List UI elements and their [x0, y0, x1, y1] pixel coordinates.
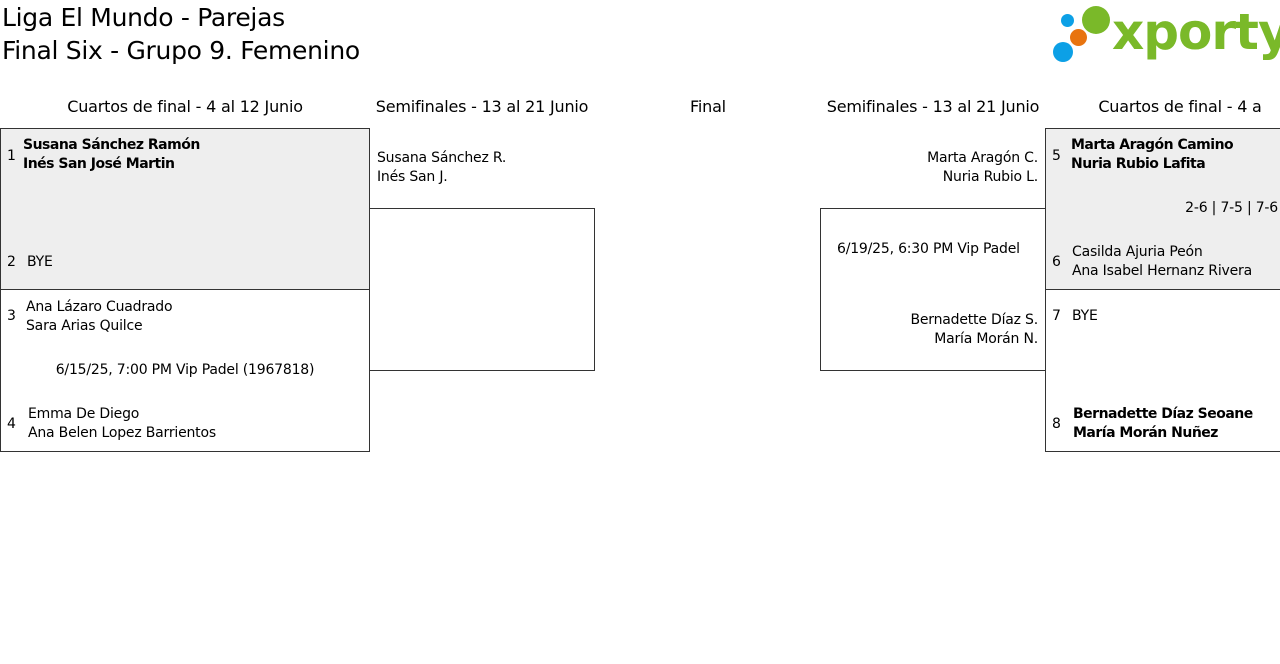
seed-number: 1	[7, 148, 16, 164]
player-name: Sara Arias Quilce	[26, 318, 143, 334]
xporty-logo[interactable]: xporty	[1052, 2, 1280, 68]
round-header-right-quarterfinals: Cuartos de final - 4 a	[1098, 97, 1262, 116]
page-title: Liga El Mundo - Parejas	[2, 3, 285, 32]
round-header-left-semifinals: Semifinales - 13 al 21 Junio	[375, 97, 589, 116]
seed-number: 5	[1052, 148, 1061, 164]
logo-dot-orange-icon	[1070, 29, 1087, 46]
player-name: Inés San J.	[377, 169, 448, 185]
match-score: 2-6 | 7-5 | 7-6	[1185, 200, 1278, 216]
player-name: Ana Lázaro Cuadrado	[26, 299, 173, 315]
player-name: Emma De Diego	[28, 406, 140, 422]
player-name: Susana Sánchez Ramón	[23, 137, 200, 153]
page-subtitle: Final Six - Grupo 9. Femenino	[2, 36, 360, 65]
logo-text: xporty	[1112, 3, 1280, 61]
logo-dot-green-icon	[1082, 6, 1110, 34]
left-qf-match-1[interactable]	[0, 128, 370, 290]
seed-number: 7	[1052, 308, 1061, 324]
player-name: Nuria Rubio L.	[942, 169, 1038, 185]
seed-number: 3	[7, 308, 16, 324]
player-name: Susana Sánchez R.	[377, 150, 507, 166]
right-qf-match-2[interactable]	[1045, 289, 1280, 452]
left-sf-match[interactable]	[369, 208, 595, 371]
player-name: María Morán Nuñez	[1073, 425, 1218, 441]
player-name: Bernadette Díaz S.	[910, 312, 1038, 328]
right-qf-match-1[interactable]	[1045, 128, 1280, 290]
player-name: BYE	[1072, 308, 1098, 324]
player-name: Marta Aragón Camino	[1071, 137, 1234, 153]
seed-number: 4	[7, 416, 16, 432]
player-name: Casilda Ajuria Peón	[1072, 244, 1203, 260]
seed-number: 8	[1052, 416, 1061, 432]
player-name: María Morán N.	[934, 331, 1038, 347]
seed-number: 6	[1052, 254, 1061, 270]
player-name: Inés San José Martin	[23, 156, 175, 172]
match-info: 6/19/25, 6:30 PM Vip Padel	[837, 241, 1020, 257]
match-info: 6/15/25, 7:00 PM Vip Padel (1967818)	[55, 362, 315, 378]
seed-number: 2	[7, 254, 16, 270]
player-name: Ana Belen Lopez Barrientos	[28, 425, 216, 441]
player-name: Bernadette Díaz Seoane	[1073, 406, 1253, 422]
round-header-left-quarterfinals: Cuartos de final - 4 al 12 Junio	[67, 97, 303, 116]
player-name: Marta Aragón C.	[927, 150, 1038, 166]
player-name: Ana Isabel Hernanz Rivera	[1072, 263, 1252, 279]
logo-dot-blue-large-icon	[1053, 42, 1073, 62]
round-header-right-semifinals: Semifinales - 13 al 21 Junio	[826, 97, 1040, 116]
logo-dot-blue-small-icon	[1061, 14, 1074, 27]
round-header-final: Final	[690, 97, 726, 116]
player-name: BYE	[27, 254, 53, 270]
player-name: Nuria Rubio Lafita	[1071, 156, 1206, 172]
